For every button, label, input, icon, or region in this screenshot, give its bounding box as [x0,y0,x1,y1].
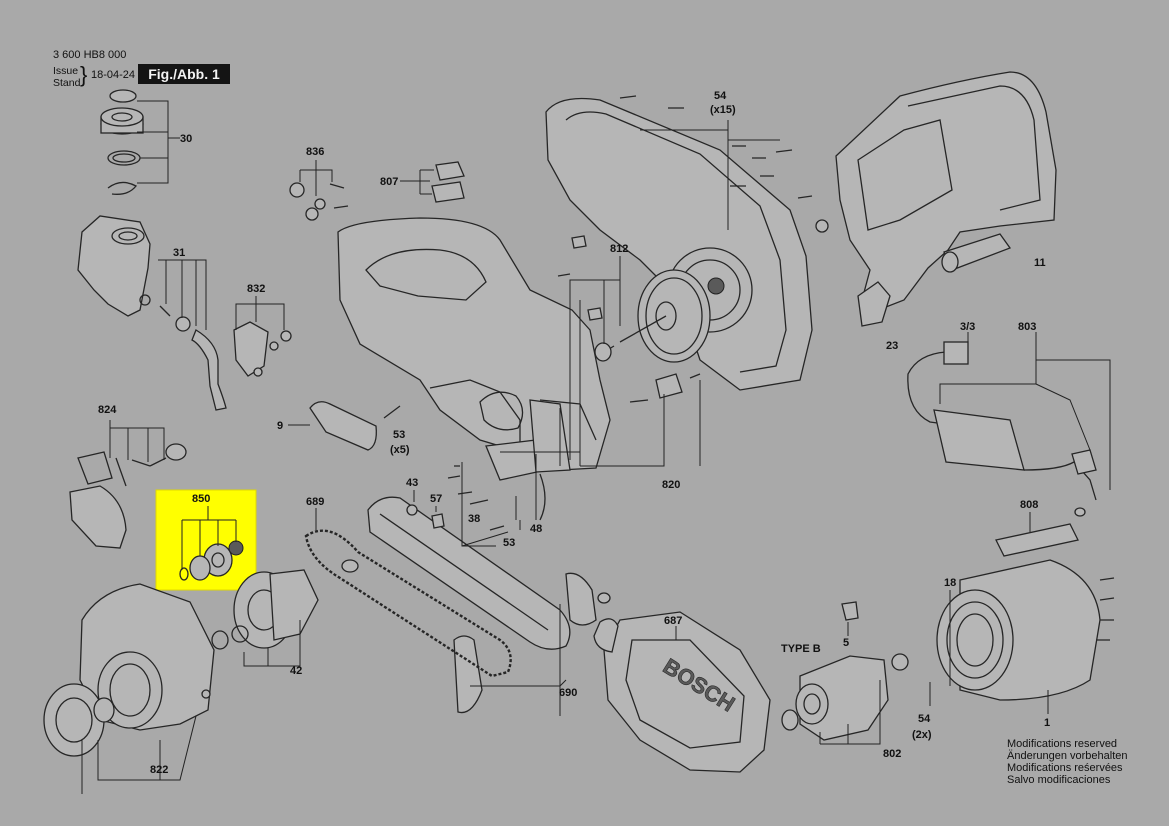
note-de: Änderungen vorbehalten [1007,750,1128,762]
label-48: 48 [530,523,542,535]
stand-label: Stand [53,77,81,89]
part-803-drawing[interactable] [907,341,1097,501]
header-brace: } [80,62,88,87]
part-23-drawing[interactable] [857,281,891,327]
part-687-drawing[interactable] [593,611,771,773]
part-802-drawing[interactable] [781,601,909,741]
part-690-drawing[interactable] [341,496,611,714]
label-18: 18 [944,577,956,589]
part-824-drawing[interactable] [69,443,187,549]
label-42: 42 [290,665,302,677]
part-812-drawing[interactable] [594,269,711,363]
label-687: 687 [664,615,682,627]
label-824: 824 [98,404,117,416]
label-54-top-qty: (x15) [710,104,736,116]
document-code: 3 600 HB8 000 [53,49,127,61]
issue-labels: Issue Stand [53,65,80,89]
label-822: 822 [150,764,168,776]
label-53-a: 53 [393,429,405,441]
label-820: 820 [662,479,680,491]
label-812: 812 [610,243,628,255]
issue-label: Issue [53,65,79,77]
label-3-3: 3/3 [960,321,975,333]
label-54-top: 54 [714,90,727,102]
label-31: 31 [173,247,185,259]
label-type-b: TYPE B [781,643,821,655]
label-57: 57 [430,493,442,505]
part-822-drawing[interactable] [43,583,215,757]
part-1-drawing[interactable] [936,559,1115,701]
label-11: 11 [1034,257,1046,269]
label-9: 9 [277,420,283,432]
modifications-notes: Modifications reserved Änderungen vorbeh… [1007,738,1127,786]
label-832: 832 [247,283,265,295]
label-38: 38 [468,513,480,525]
label-1: 1 [1044,717,1050,729]
issue-date: 18-04-24 [91,69,136,81]
label-54-b-qty: (2x) [912,729,932,741]
note-fr: Modifications reśervées [1007,762,1123,774]
label-690: 690 [559,687,577,699]
label-850: 850 [192,493,210,505]
part-689-drawing[interactable] [304,529,512,678]
label-30: 30 [180,133,192,145]
label-53-b: 53 [503,537,515,549]
part-836-drawing[interactable] [289,182,349,221]
part-11-drawing[interactable] [835,71,1057,311]
part-9-drawing[interactable] [309,401,377,451]
label-808: 808 [1020,499,1038,511]
note-es: Salvo modificaciones [1007,774,1111,786]
part-807-drawing[interactable] [431,161,465,203]
label-802: 802 [883,748,901,760]
part-808-drawing[interactable] [995,507,1086,557]
screws-54-top-drawing[interactable] [619,95,829,233]
part-42-drawing[interactable] [211,569,319,650]
part-832-drawing[interactable] [233,321,292,377]
label-23: 23 [886,340,898,352]
label-807: 807 [380,176,398,188]
label-53-a-qty: (x5) [390,444,410,456]
label-5: 5 [843,637,849,649]
label-43: 43 [406,477,418,489]
part-31-drawing[interactable] [159,305,227,411]
oil-tank-drawing [77,215,151,317]
label-689: 689 [306,496,324,508]
part-30-drawing[interactable] [100,89,144,195]
label-54-b: 54 [918,713,931,725]
label-803: 803 [1018,321,1036,333]
main-body-drawing [337,217,611,471]
figure-label: Fig./Abb. 1 [138,64,230,84]
note-en: Modifications reserved [1007,738,1118,750]
label-836: 836 [306,146,324,158]
